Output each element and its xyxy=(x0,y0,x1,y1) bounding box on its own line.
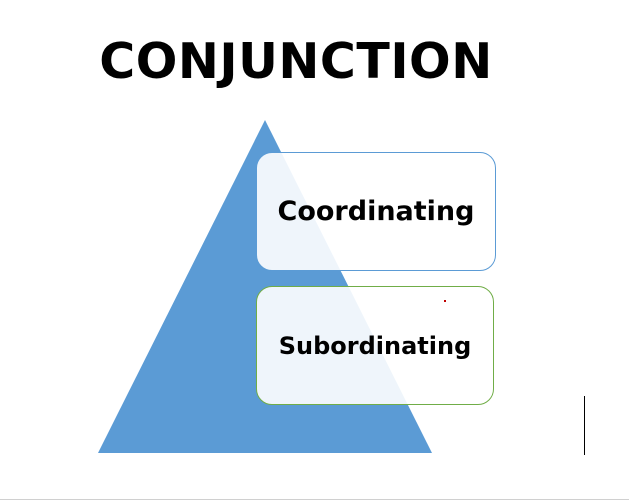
level-box-subordinating: Subordinating xyxy=(256,286,494,405)
text-cursor xyxy=(584,396,585,455)
level-label-subordinating: Subordinating xyxy=(278,331,472,360)
level-label-coordinating: Coordinating xyxy=(277,196,475,227)
level-box-coordinating: Coordinating xyxy=(256,152,496,271)
diagram-title: CONJUNCTION xyxy=(0,30,590,94)
bottom-divider xyxy=(0,499,629,500)
stray-mark xyxy=(444,300,446,302)
diagram-title-text: CONJUNCTION xyxy=(99,33,493,90)
